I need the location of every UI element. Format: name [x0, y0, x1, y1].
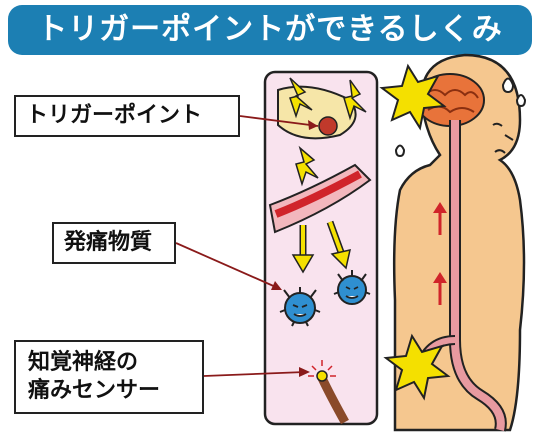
release-arrows: [291, 220, 351, 274]
pain-substance-label: 発痛物質: [52, 222, 176, 264]
lightning-icon: [343, 79, 367, 121]
mouth: [494, 149, 506, 154]
signal-arrows: [433, 202, 447, 305]
sweat-drop-icon: [394, 77, 527, 158]
pain-substance-character-icon: [279, 287, 321, 327]
eye-left: [492, 122, 503, 127]
pain-sensor-nerve-ending: [308, 360, 349, 425]
title-banner: トリガーポイントができるしくみ: [8, 5, 532, 55]
pain-sensor-label-line1: 知覚神経の: [28, 350, 139, 375]
zoom-panel: [263, 70, 379, 426]
lightning-icon: [295, 145, 319, 187]
lightning-icon: [289, 77, 313, 119]
page-title: トリガーポイントができるしくみ: [37, 12, 503, 47]
eye-right: [504, 134, 514, 141]
lightning-icon: [379, 63, 451, 401]
pain-substance-character-icon: [333, 270, 371, 305]
pain-sensor-label: 知覚神経の 痛みセンサー: [14, 340, 204, 414]
pointer-lines: [175, 115, 319, 377]
trigger-point-knot: [318, 116, 338, 136]
pain-sensor-label-line2: 痛みセンサー: [28, 378, 161, 403]
trigger-point-label: トリガーポイント: [14, 95, 240, 137]
